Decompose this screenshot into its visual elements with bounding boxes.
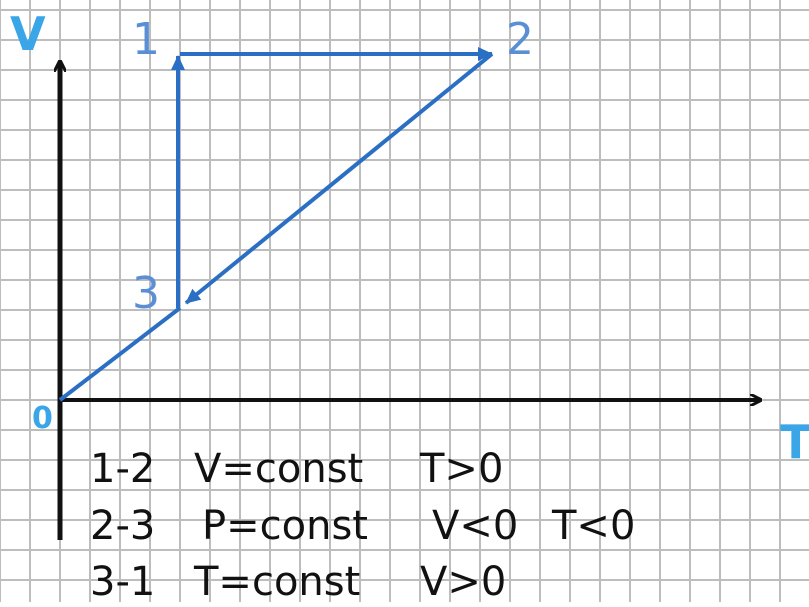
legend-process: 3-1 xyxy=(90,559,155,602)
process-2-3 xyxy=(184,52,494,305)
legend-law: P=const xyxy=(202,503,368,549)
legend-change: V>0 xyxy=(420,559,506,602)
isobar-through-origin xyxy=(58,306,182,402)
legend-row-1: 1-2 V=const T>0 xyxy=(90,446,503,492)
x-axis-label: T xyxy=(780,415,809,469)
point-1-label: 1 xyxy=(132,14,160,65)
legend-process: 1-2 xyxy=(90,446,155,492)
legend-row-2: 2-3 P=const V<0 T<0 xyxy=(90,503,635,549)
legend-change: T<0 xyxy=(551,503,635,549)
origin-label: 0 xyxy=(32,401,53,436)
legend-process: 2-3 xyxy=(90,503,155,549)
point-3-label: 3 xyxy=(132,268,160,319)
legend-law: T=const xyxy=(193,559,360,602)
legend-change: V<0 xyxy=(432,503,518,549)
point-2-label: 2 xyxy=(506,14,534,65)
legend-row-3: 3-1 T=const V>0 xyxy=(90,559,506,605)
legend-law: V=const xyxy=(194,446,363,492)
y-axis-label: V xyxy=(10,7,46,61)
legend-change: T>0 xyxy=(419,446,503,492)
